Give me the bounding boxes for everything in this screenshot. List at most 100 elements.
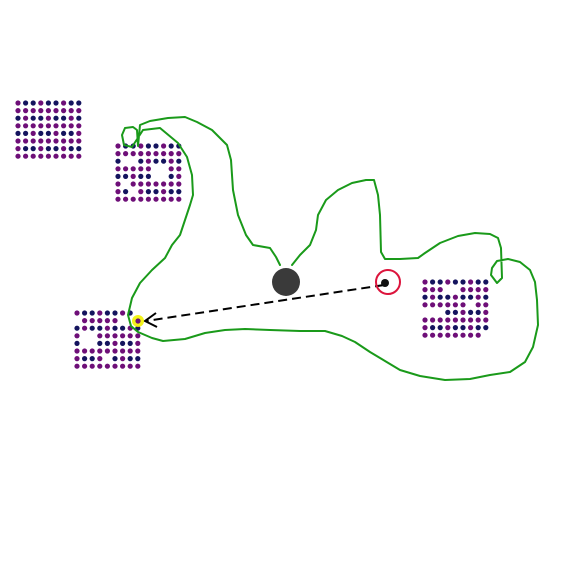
cluster-dot — [176, 158, 182, 164]
cluster-dot — [460, 287, 466, 293]
cluster-dot — [15, 138, 21, 144]
cluster-dot — [138, 166, 144, 172]
cluster-dot — [53, 100, 59, 106]
cluster-dot — [422, 325, 428, 331]
cluster-dot — [135, 356, 141, 362]
cluster-dot — [460, 294, 466, 300]
cluster-dot — [145, 173, 151, 179]
cluster-dot — [82, 348, 88, 354]
cluster-dot — [45, 153, 52, 159]
cluster-dot — [168, 143, 174, 149]
cluster-dot — [97, 340, 103, 346]
cluster-dot — [145, 189, 151, 195]
cluster-dot — [168, 189, 174, 195]
cluster-dot — [115, 158, 121, 164]
target-dot-icon — [381, 279, 389, 287]
cluster-dot — [30, 115, 36, 121]
green-path-trail — [121, 116, 539, 381]
cluster-dot — [483, 279, 489, 285]
cluster-dot — [135, 340, 141, 346]
cluster-dot — [61, 153, 67, 159]
cluster-dot — [30, 146, 36, 152]
cluster-dot — [161, 181, 167, 187]
cluster-dot — [38, 146, 44, 152]
cluster-dot — [153, 181, 159, 187]
cluster-dot — [145, 181, 151, 187]
cluster-dot — [74, 310, 80, 316]
cluster-dot — [74, 340, 80, 346]
cluster-dot — [135, 363, 141, 369]
cluster-dot — [138, 181, 144, 187]
cluster-dot — [74, 333, 80, 339]
cluster-dot — [74, 325, 80, 331]
cluster-dot — [468, 325, 474, 331]
cluster-dot — [38, 123, 44, 129]
cluster-dot — [422, 279, 428, 285]
cluster-dot — [76, 123, 82, 129]
cluster-dot — [112, 333, 118, 339]
cluster-dot — [112, 348, 118, 354]
cluster-dot — [104, 318, 110, 324]
cluster-dot — [23, 146, 29, 152]
cluster-dot — [61, 123, 67, 129]
cluster-dot — [104, 310, 110, 316]
cluster-dot — [430, 325, 436, 331]
cluster-dot — [15, 115, 21, 121]
cluster-dot — [38, 153, 44, 159]
cluster-dot — [61, 100, 67, 106]
cluster-dot — [53, 115, 59, 121]
dot-cluster-top-left — [15, 100, 82, 159]
cluster-dot — [68, 153, 74, 159]
cluster-dot — [76, 108, 82, 114]
cluster-dot — [15, 123, 21, 129]
cluster-dot — [430, 287, 436, 293]
cluster-dot — [430, 302, 436, 308]
cluster-dot — [115, 143, 121, 149]
cluster-dot — [53, 130, 59, 136]
cluster-dot — [82, 363, 88, 369]
cluster-dot — [468, 279, 474, 285]
cluster-dot — [97, 348, 103, 354]
cluster-dot — [15, 153, 21, 159]
cluster-dot — [120, 333, 126, 339]
cluster-dot — [38, 138, 44, 144]
cluster-dot — [38, 130, 44, 136]
cluster-dot — [176, 181, 182, 187]
cluster-dot — [445, 317, 451, 323]
cluster-dot — [89, 325, 95, 331]
cluster-dot — [61, 138, 67, 144]
cluster-dot — [112, 356, 118, 362]
cluster-dot — [430, 317, 436, 323]
cluster-dot — [23, 108, 29, 114]
cluster-dot — [153, 196, 159, 202]
cluster-dot — [422, 332, 428, 338]
cluster-dot — [445, 332, 451, 338]
cluster-dot — [123, 166, 129, 172]
cluster-dot — [97, 363, 103, 369]
cluster-dot — [53, 146, 59, 152]
cluster-dot — [452, 279, 458, 285]
cluster-dot — [153, 158, 159, 164]
cluster-dot — [82, 310, 88, 316]
cluster-dot — [161, 189, 167, 195]
cluster-dot — [475, 332, 481, 338]
cluster-dot — [483, 317, 489, 323]
cluster-dot — [23, 130, 29, 136]
cluster-dot — [15, 130, 21, 136]
cluster-dot — [176, 151, 182, 157]
cluster-dot — [130, 181, 136, 187]
agent-icon — [272, 268, 300, 296]
cluster-dot — [138, 189, 144, 195]
dot-cluster-lower-left — [74, 310, 141, 369]
cluster-dot — [120, 348, 126, 354]
cluster-dot — [74, 348, 80, 354]
cluster-dot — [127, 356, 133, 362]
dot-cluster-right — [422, 279, 489, 338]
cluster-dot — [45, 138, 52, 144]
cluster-dot — [452, 332, 458, 338]
cluster-dot — [120, 363, 126, 369]
cluster-dot — [437, 325, 443, 331]
cluster-dot — [153, 189, 159, 195]
cluster-dot — [138, 196, 144, 202]
cluster-dot — [130, 151, 136, 157]
